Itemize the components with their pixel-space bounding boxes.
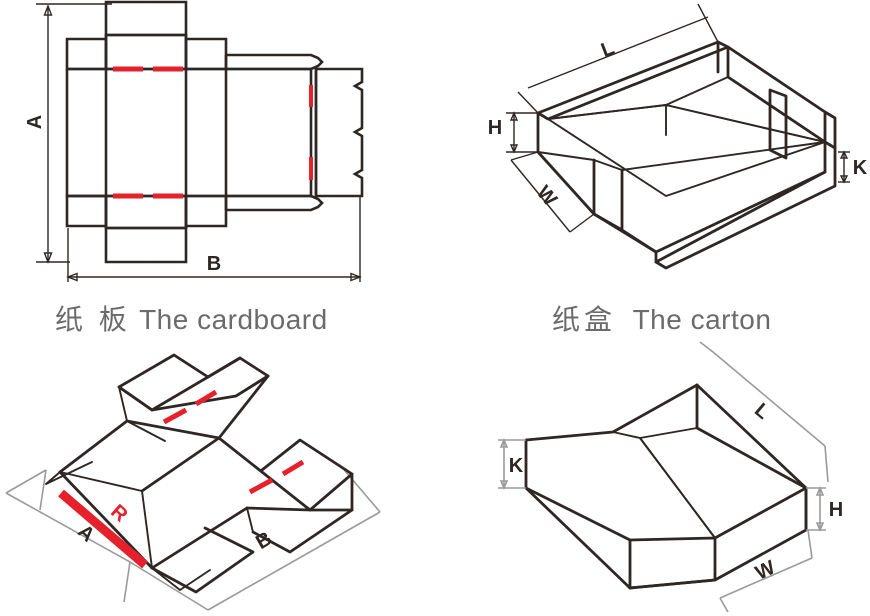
dimension-label-L: L — [598, 37, 617, 62]
dimension-K-carton-open: K — [838, 150, 868, 184]
panel-flat-cardboard-plan: A B — [0, 0, 440, 290]
r-fold-bar: R — [58, 489, 148, 569]
dimension-H-carton-closed: H — [806, 485, 843, 533]
cardboard-isometric-svg: R A B — [5, 353, 381, 611]
cardboard-iso-creases — [162, 389, 305, 495]
crease-marks-red — [113, 66, 313, 199]
panel-cardboard-isometric: R A B — [0, 340, 400, 616]
blank-outline — [65, 0, 364, 264]
carton-closed-svg: K L H W — [498, 341, 843, 613]
cardboard-iso-outline — [45, 353, 354, 594]
caption-cardboard: 纸 板 The cardboard — [55, 298, 328, 338]
caption-carton-english: The carton — [632, 304, 772, 335]
caption-carton-chinese: 纸盒 — [552, 304, 617, 335]
dimension-label-H-closed: H — [829, 499, 843, 521]
dimension-H-carton-open: H — [488, 111, 538, 154]
dimension-label-B: B — [207, 253, 221, 275]
dimension-label-K-closed: K — [509, 455, 524, 477]
dimension-label-K: K — [853, 157, 868, 179]
carton-open-svg: L H W — [488, 3, 868, 270]
dimension-label-A: A — [24, 115, 46, 129]
dimension-W-carton-closed: W — [752, 557, 779, 585]
dimension-label-W-closed: W — [752, 557, 779, 585]
carton-open-body — [536, 40, 837, 270]
caption-cardboard-chinese: 纸 板 — [55, 304, 131, 335]
flat-cardboard-plan-svg: A B — [24, 0, 364, 282]
dimension-L-carton-open: L — [517, 3, 719, 114]
dimension-frame-carton-closed — [699, 341, 829, 613]
dimension-A-cardboard-plan: A — [24, 3, 112, 264]
dimension-B-cardboard-plan: B — [66, 196, 362, 282]
dimension-label-H: H — [488, 117, 502, 139]
panel-carton-isometric-closed: K L H W — [470, 340, 870, 616]
dimension-label-W: W — [532, 182, 561, 211]
dimension-label-B-iso: B — [252, 528, 276, 554]
caption-carton: 纸盒 The carton — [552, 298, 771, 338]
panel-carton-isometric-open: L H W — [470, 0, 870, 290]
dimension-K-carton-closed: K — [498, 437, 526, 491]
dimension-frame-cardboard-iso — [5, 464, 381, 611]
caption-cardboard-english: The cardboard — [139, 304, 328, 335]
dimension-label-L-closed: L — [750, 399, 774, 424]
dimension-L-carton-closed: L — [750, 399, 774, 424]
dimension-W-carton-open: W — [510, 151, 595, 233]
